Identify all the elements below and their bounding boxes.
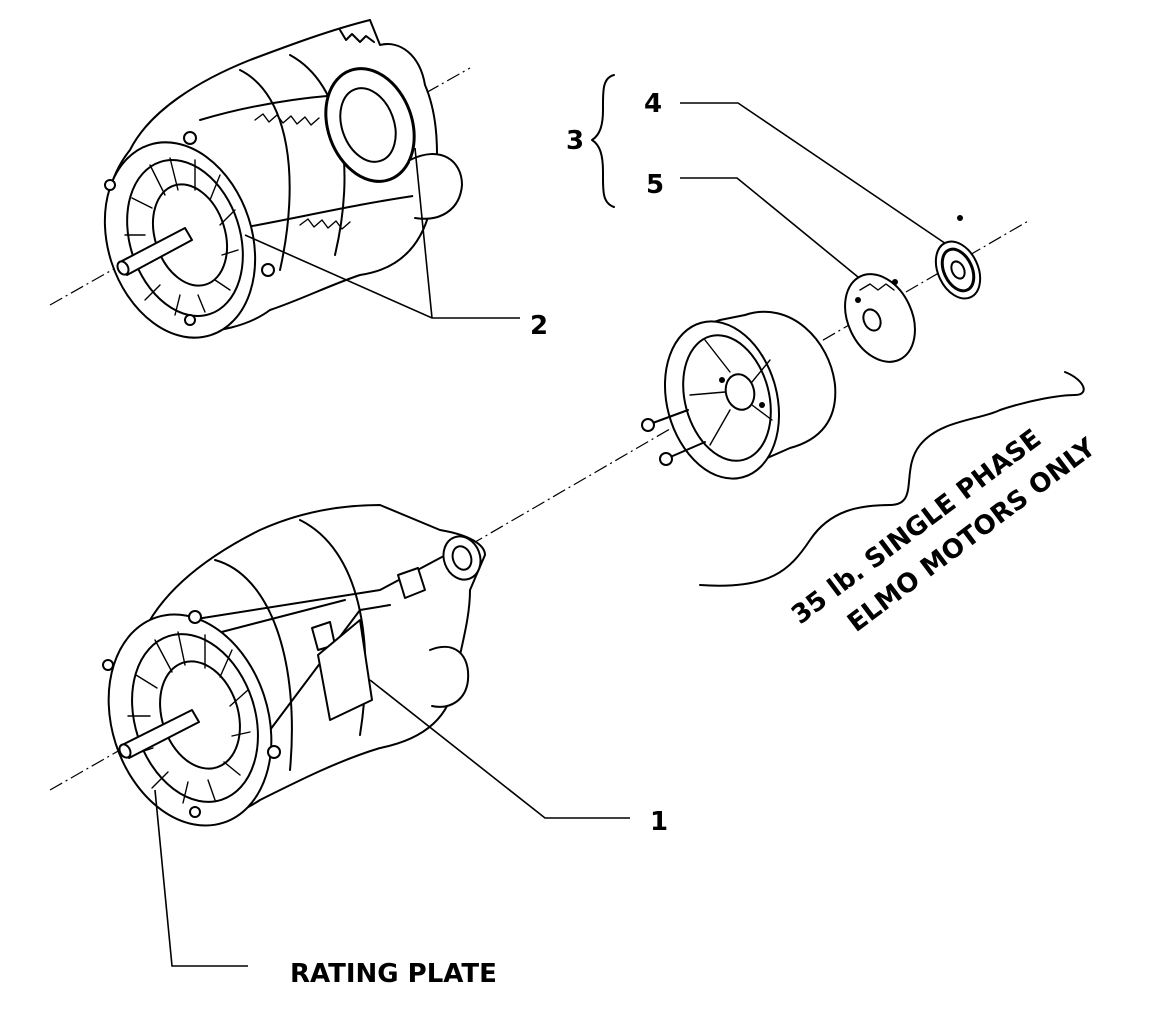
upper-winding-edge — [254, 113, 320, 126]
note-block: 35 lb. SINGLE PHASE ELMO MOTORS ONLY — [786, 424, 1102, 639]
screw-1-shank — [649, 409, 689, 425]
lower-bolt-2 — [102, 659, 114, 671]
bearing-ring — [940, 247, 976, 293]
lower-boss — [442, 535, 482, 581]
cover-face — [663, 320, 781, 480]
callout-2: 2 — [530, 311, 548, 341]
lower-bracket-upper — [209, 599, 346, 636]
note-pointer-squiggle — [699, 371, 1085, 587]
leader-2b — [414, 147, 433, 319]
lower-bracket-top — [189, 549, 456, 621]
leader-5 — [680, 177, 881, 296]
lower-band-1 — [214, 559, 293, 771]
upper-bolt-4 — [184, 314, 196, 326]
lower-bolt-3 — [267, 745, 281, 759]
switch-plate-part-5 — [844, 273, 916, 363]
upper-winding-edge-2 — [299, 218, 351, 230]
upper-ring-inner — [339, 87, 397, 163]
upper-capacitor — [409, 153, 463, 220]
end-bell-cover — [641, 310, 837, 480]
upper-motor-assembly — [49, 19, 471, 339]
leader-1 — [369, 679, 630, 819]
lower-bolt-4 — [189, 806, 201, 818]
upper-bolt-1 — [183, 131, 197, 145]
upper-bolt-3 — [261, 263, 275, 277]
callout-3: 3 — [566, 126, 584, 156]
bearing-bore — [950, 260, 966, 280]
switch-rivet-2 — [892, 279, 898, 285]
cover-hub — [724, 373, 756, 411]
screw-2-shank — [667, 441, 706, 459]
lower-bolt-1 — [188, 610, 202, 624]
cover-dot-2 — [759, 402, 765, 408]
bearing-pin — [957, 215, 963, 221]
upper-bolt-2 — [104, 179, 116, 191]
callout-4: 4 — [644, 89, 662, 119]
bearing-part-4 — [934, 215, 982, 300]
cover-dot-1 — [719, 377, 725, 383]
lower-shaft-end — [118, 743, 132, 759]
switch-rivet-1 — [855, 297, 861, 303]
upper-shaft-end — [116, 260, 130, 276]
brace-3 — [591, 74, 615, 208]
lower-bracket-strut — [269, 604, 391, 731]
upper-band-1 — [239, 69, 291, 271]
upper-top-edge — [339, 29, 375, 43]
lower-motor-assembly — [49, 504, 486, 827]
screw-2-head — [659, 452, 673, 466]
lower-boss-hole — [451, 545, 473, 571]
switch-plate-contacts — [859, 283, 895, 291]
lower-window-1 — [397, 567, 426, 599]
switch-plate-hole — [862, 308, 882, 332]
leader-4 — [680, 102, 956, 251]
cover-spokes — [689, 339, 773, 446]
screw-1-head — [641, 418, 655, 432]
lower-bracket-plate — [317, 619, 373, 721]
callout-1: 1 — [650, 807, 668, 837]
rating-plate-label: RATING PLATE — [290, 959, 497, 989]
leader-rating-plate — [154, 789, 248, 967]
lower-capacitor — [429, 645, 470, 708]
callout-5: 5 — [646, 170, 664, 200]
cover-inner — [682, 334, 772, 462]
